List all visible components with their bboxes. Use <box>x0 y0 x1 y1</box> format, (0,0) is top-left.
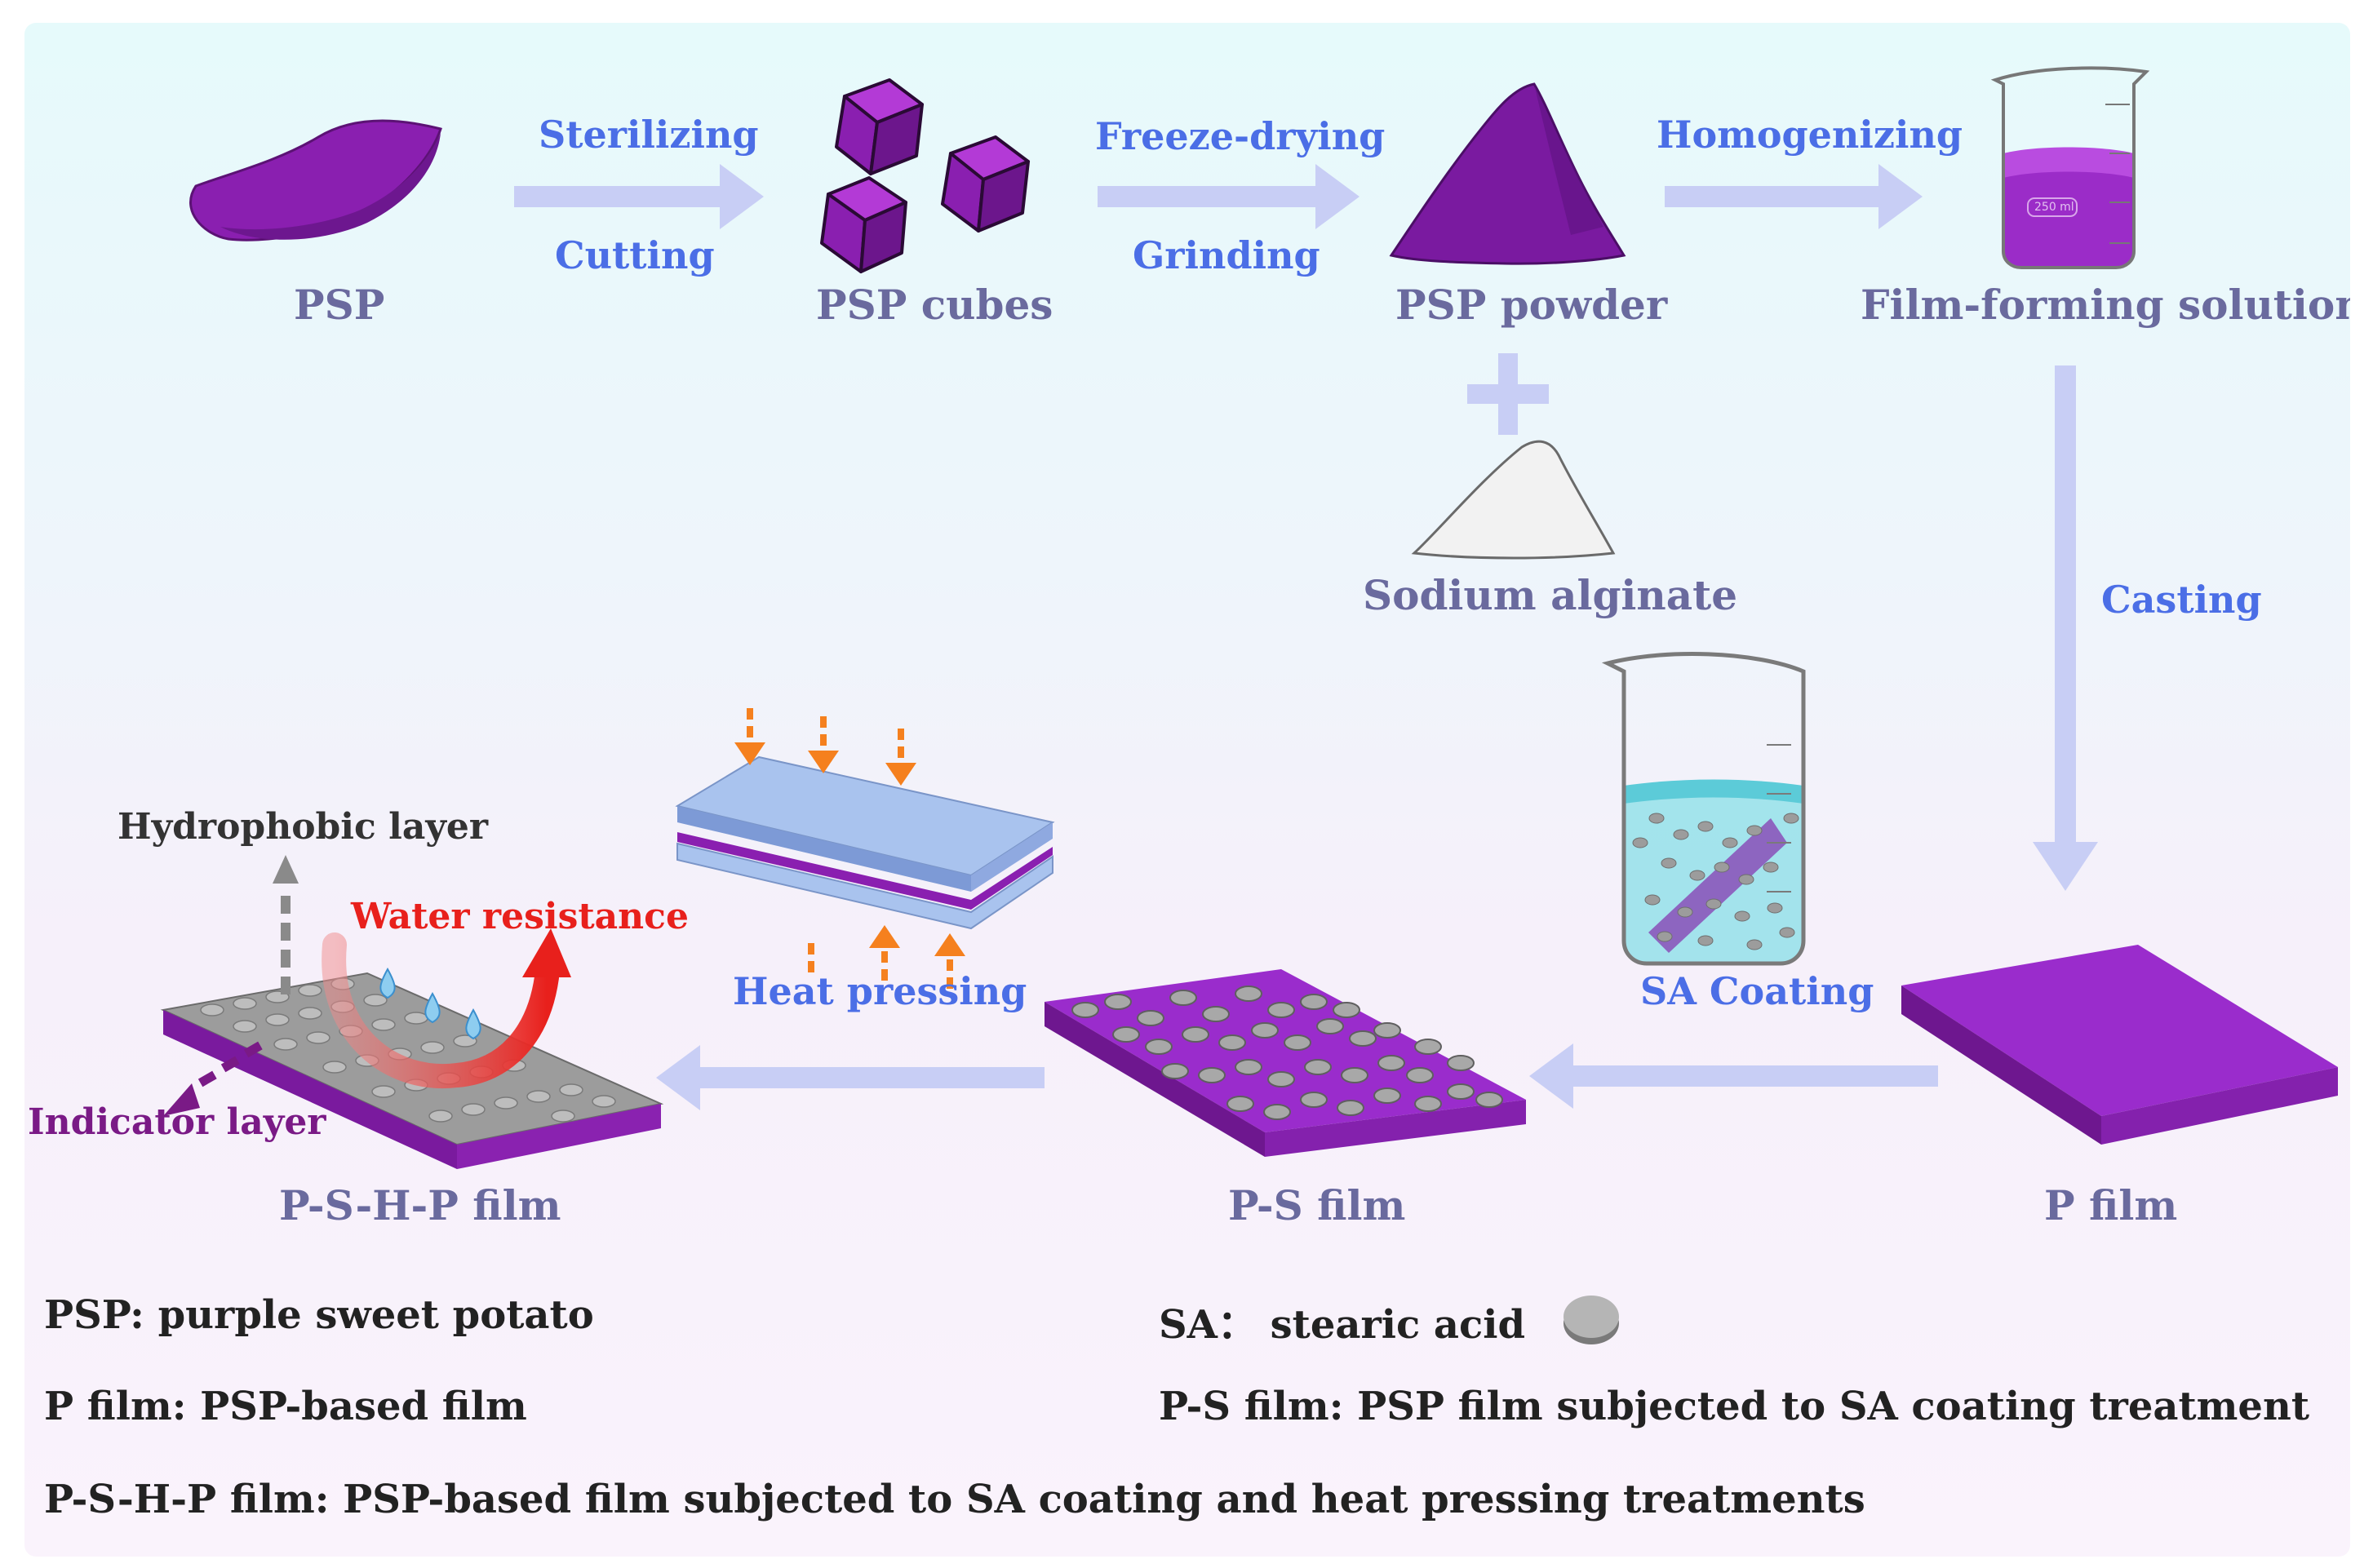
legend-p-film: P film: PSP-based film <box>44 1384 527 1429</box>
label-grinding: Grinding <box>1133 233 1320 277</box>
label-psp: PSP <box>294 281 385 329</box>
label-water-resistance: Water resistance <box>351 896 689 937</box>
label-film-forming-solution: Film-forming solution <box>1861 281 2350 329</box>
label-indicator-layer: Indicator layer <box>28 1101 326 1143</box>
label-psp-cubes: PSP cubes <box>816 281 1053 329</box>
arrow-homogenizing <box>1665 164 1923 229</box>
arrow-ps-to-pshp <box>656 1045 1045 1110</box>
label-heat-pressing: Heat pressing <box>733 969 1027 1013</box>
arrow-sterilizing <box>514 164 764 229</box>
water-resistance-arc <box>322 928 571 1089</box>
label-casting: Casting <box>2101 578 2262 622</box>
label-cutting: Cutting <box>555 233 715 277</box>
diagram-canvas: Sterilizing Cutting Freeze-drying Grindi… <box>24 23 2350 1557</box>
label-homogenizing: Homogenizing <box>1657 113 1963 157</box>
arrow-freeze-drying <box>1098 164 1359 229</box>
stearic-acid-icon <box>1564 1296 1619 1344</box>
label-p-s-h-p-film: P-S-H-P film <box>279 1181 561 1229</box>
beaker-volume-text: 250 ml <box>2034 201 2074 214</box>
label-sterilizing: Sterilizing <box>539 113 759 157</box>
legend-psp: PSP: purple sweet potato <box>44 1292 594 1338</box>
indicator-layer-arrow <box>163 1041 263 1116</box>
label-p-film: P film <box>2044 1181 2178 1229</box>
legend-p-s-h-p-film: P-S-H-P film: PSP-based film subjected t… <box>44 1477 1865 1522</box>
arrow-casting <box>2055 365 2076 847</box>
label-freeze-drying: Freeze-drying <box>1095 114 1386 158</box>
label-sodium-alginate: Sodium alginate <box>1363 571 1738 619</box>
psp-illustration <box>189 119 442 241</box>
heat-pressing-illustration <box>675 708 1055 989</box>
psp-cubes-illustration <box>820 78 1030 273</box>
legend-sa: SA： stearic acid <box>1159 1302 1526 1348</box>
hydrophobic-layer-arrow <box>273 855 299 994</box>
legend-p-s-film: P-S film: PSP film subjected to SA coati… <box>1159 1384 2310 1429</box>
plus-icon <box>1467 353 1549 435</box>
psp-powder-illustration <box>1389 82 1626 265</box>
label-p-s-film: P-S film <box>1228 1181 1406 1229</box>
label-psp-powder: PSP powder <box>1395 281 1668 329</box>
p-s-film-illustration <box>1045 969 1526 1157</box>
label-hydrophobic-layer: Hydrophobic layer <box>118 806 489 848</box>
p-film-illustration <box>1901 945 2338 1145</box>
sodium-alginate-illustration <box>1411 440 1616 560</box>
film-forming-solution-beaker: 250 ml <box>1990 66 2150 269</box>
arrow-p-to-ps <box>1529 1043 1938 1109</box>
label-sa-coating: SA Coating <box>1640 969 1874 1013</box>
arrow-casting-head <box>2033 842 2098 891</box>
sa-coating-beaker <box>1601 652 1806 966</box>
